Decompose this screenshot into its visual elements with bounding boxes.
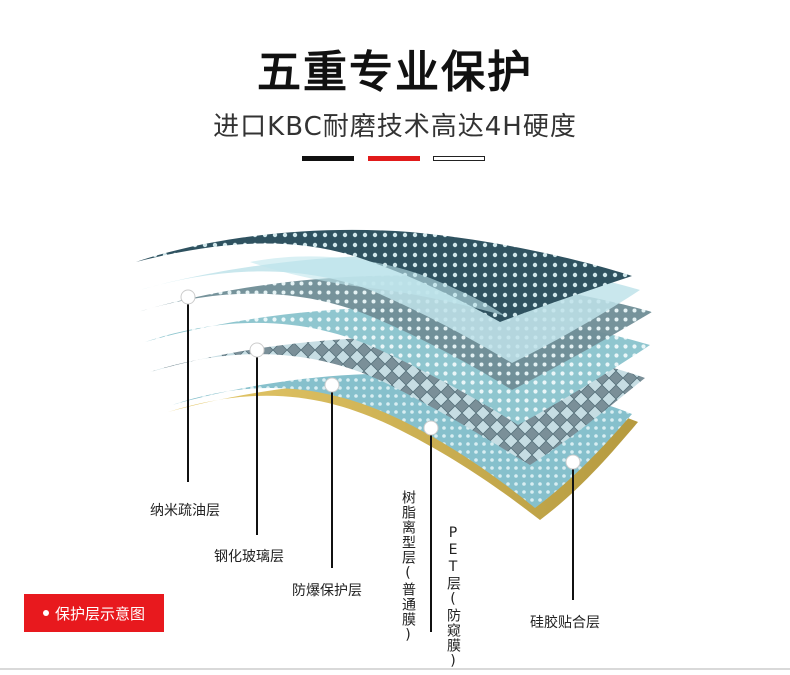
- bottom-divider: [0, 668, 790, 670]
- divider-bar-outline: [433, 156, 485, 161]
- diagram-badge: 保护层示意图: [24, 594, 164, 632]
- label-silicone: 硅胶贴合层: [530, 615, 600, 631]
- callout-dot-5: [565, 454, 581, 470]
- page-title: 五重专业保护: [257, 47, 533, 98]
- badge-dot-icon: [42, 610, 49, 616]
- divider-bar-black: [302, 156, 354, 161]
- layer-oleophobic: [136, 229, 632, 322]
- callout-dot-3: [324, 377, 340, 393]
- layer-oleophobic-glow: [250, 256, 505, 316]
- label-glass: 钢化玻璃层: [214, 549, 284, 565]
- label-oleophobic: 纳米疏油层: [150, 503, 220, 519]
- label-resin: 树脂离型层(普通膜): [400, 490, 416, 644]
- divider-bar-red: [368, 156, 420, 161]
- label-pet: PET层(防窥膜): [445, 525, 461, 670]
- badge-label: 保护层示意图: [54, 604, 145, 623]
- callout-dot-1: [180, 289, 196, 305]
- callout-dot-2: [249, 342, 265, 358]
- label-explosion-proof: 防爆保护层: [292, 583, 362, 599]
- page-subtitle: 进口KBC耐磨技术高达4H硬度: [213, 112, 577, 142]
- callout-dot-4: [423, 420, 439, 436]
